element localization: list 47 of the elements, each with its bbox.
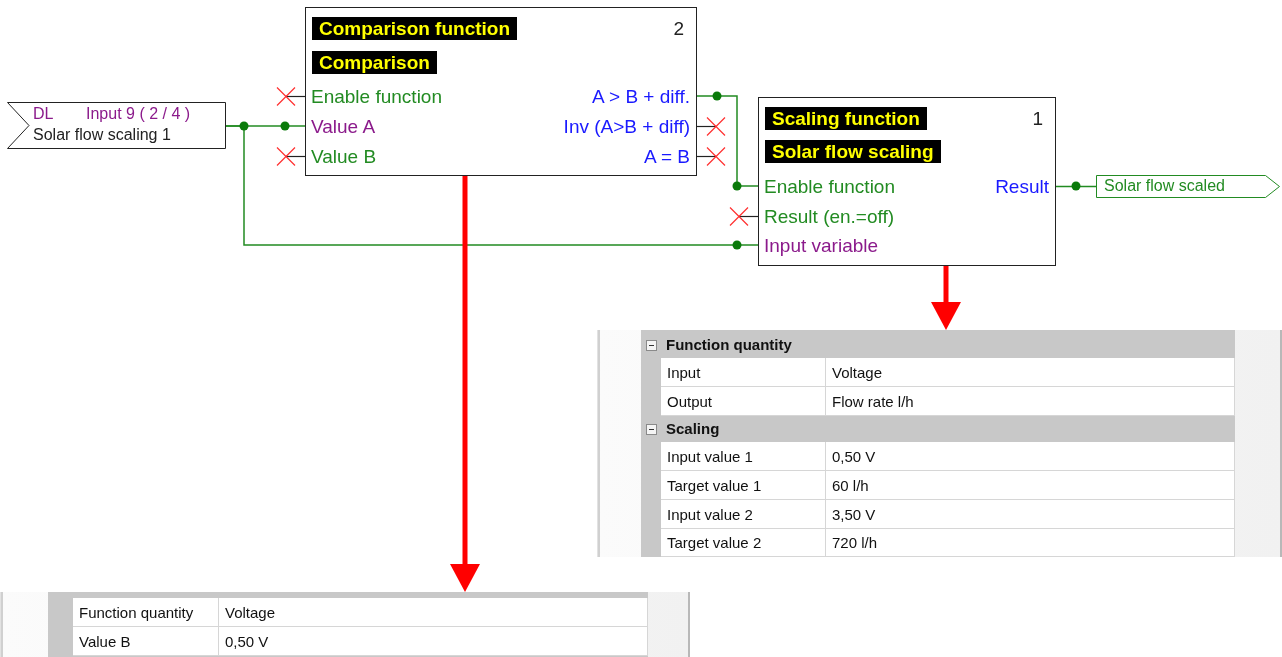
property-value-cell: 0,50 V xyxy=(219,627,648,656)
arrow xyxy=(931,266,961,330)
property-value-cell: 60 l/h xyxy=(826,471,1235,500)
block-number: 2 xyxy=(673,17,684,41)
property-value-cell: Voltage xyxy=(826,358,1235,387)
property-name-cell: Value B xyxy=(73,627,219,656)
property-name-cell: Output xyxy=(661,387,826,416)
input-pin-label: Value A xyxy=(306,115,456,139)
property-name-cell: Function quantity xyxy=(73,598,219,627)
function-block xyxy=(305,7,697,176)
block-subtitle: Comparison xyxy=(312,51,437,74)
group-header-label: Function quantity xyxy=(666,335,792,355)
connection-line xyxy=(696,95,759,187)
output-pin-label: Inv (A>B + diff) xyxy=(508,115,698,139)
input-pin-label: Enable function xyxy=(306,85,476,109)
input-tag xyxy=(7,102,226,149)
tag-label: Solar flow scaled xyxy=(1104,176,1225,196)
block-number: 1 xyxy=(1032,107,1043,131)
input-label: Input 9 ( 2 / 4 ) xyxy=(86,104,191,124)
connection-line xyxy=(225,125,759,246)
property-name-cell: Target value 1 xyxy=(661,471,826,500)
property-value-cell: Voltage xyxy=(219,598,648,627)
group-header-label: Scaling xyxy=(666,419,720,439)
arrow xyxy=(450,176,480,592)
block-title: Scaling function xyxy=(765,107,927,130)
output-tag xyxy=(1096,175,1280,198)
source-label: DL xyxy=(33,104,54,124)
connection-line xyxy=(1055,185,1097,188)
input-pin-label: Result (en.=off) xyxy=(759,205,929,229)
input-pin-label: Input variable xyxy=(759,234,919,258)
tag-label: Solar flow scaling 1 xyxy=(33,125,171,145)
input-pin-label: Enable function xyxy=(759,175,929,199)
input-pin-label: Value B xyxy=(306,145,456,169)
property-value-cell: Flow rate l/h xyxy=(826,387,1235,416)
property-name-cell: Input xyxy=(661,358,826,387)
property-value-cell: 0,50 V xyxy=(826,442,1235,471)
property-name-cell: Input value 2 xyxy=(661,500,826,529)
output-pin-label: Result xyxy=(967,175,1057,199)
property-value-cell: 720 l/h xyxy=(826,529,1235,557)
output-pin-label: A > B + diff. xyxy=(538,85,698,109)
block-subtitle: Solar flow scaling xyxy=(765,140,941,163)
property-value-cell: 3,50 V xyxy=(826,500,1235,529)
block-title: Comparison function xyxy=(312,17,518,40)
property-name-cell: Input value 1 xyxy=(661,442,826,471)
property-name-cell: Target value 2 xyxy=(661,529,826,557)
function-block xyxy=(758,97,1056,266)
output-pin-label: A = B xyxy=(588,145,698,169)
